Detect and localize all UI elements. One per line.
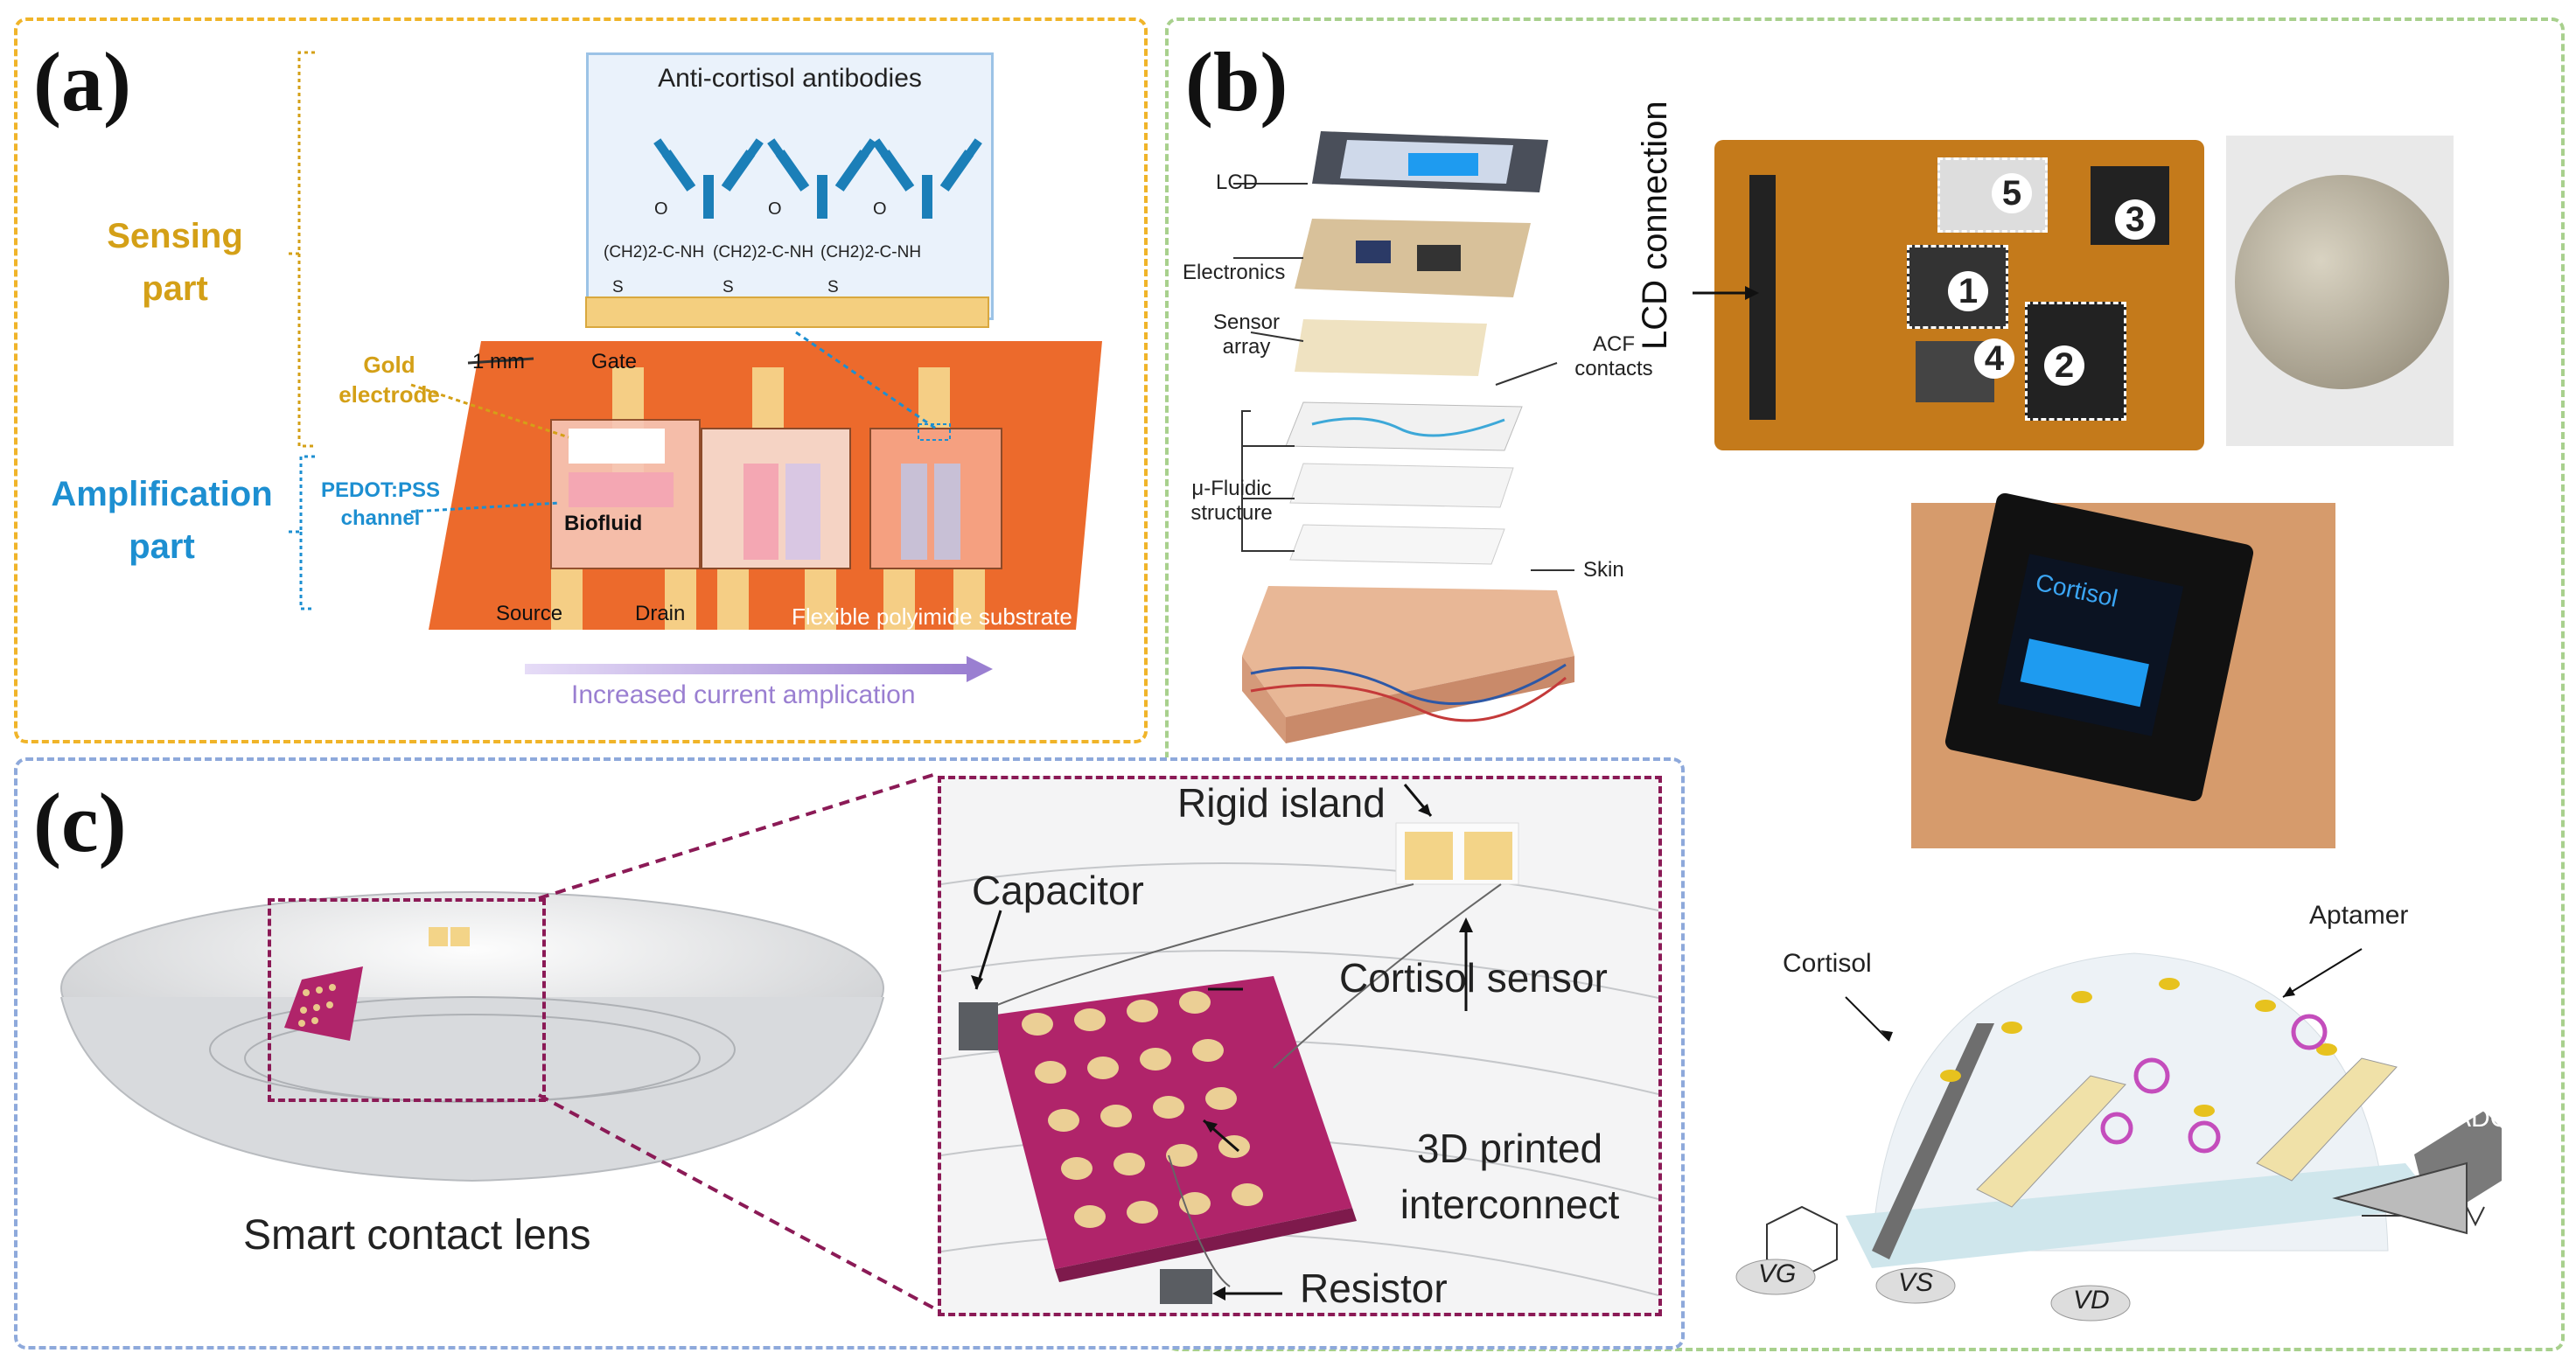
layer-electronics-label: Electronics: [1183, 261, 1286, 284]
fet-vd-label: VD: [2073, 1286, 2110, 1315]
chip-num-3: 3: [2115, 199, 2155, 240]
fet-adc-label: ADC: [2454, 1104, 2510, 1133]
layer-skin-label: Skin: [1583, 558, 1624, 582]
chem-s-3: S: [827, 278, 839, 296]
rigid-island-label: Rigid island: [1177, 780, 1386, 826]
drain-label: Drain: [635, 602, 686, 625]
panel-b-frame: [1165, 17, 2565, 1351]
chem-s-2: S: [723, 278, 734, 296]
scale-bar-label: 1 mm: [472, 350, 525, 373]
lens-zoom-box: [268, 898, 546, 1102]
layer-acf-contacts-label: ACF contacts: [1574, 332, 1653, 380]
lcd-bar-chart: [2020, 638, 2149, 708]
panel-a-frame: [14, 17, 1148, 743]
panel-c-letter: (c): [33, 776, 127, 869]
chem-s-1: S: [612, 278, 624, 296]
chip-num-1: 1: [1948, 271, 1988, 311]
exploded-device-stack: [1233, 131, 1574, 743]
amplification-arrow: [525, 656, 993, 682]
chip-num-5: 5: [1992, 173, 2032, 213]
resistor-label: Resistor: [1300, 1266, 1448, 1311]
chip-num-2: 2: [2044, 345, 2084, 386]
quarter-coin-face: [2235, 175, 2449, 389]
layer-lcd-label: LCD: [1216, 171, 1259, 194]
smart-contact-lens-label: Smart contact lens: [243, 1212, 591, 1259]
fet-aptamer-label: Aptamer: [2309, 901, 2409, 930]
aptamer-fet-diagram: [1735, 948, 2502, 1322]
biofluid-label: Biofluid: [564, 512, 643, 535]
pcb-photo: [1714, 140, 2204, 450]
layer-microfluidic-label: μ-Fluidic structure: [1190, 477, 1273, 525]
antibody-box: Anti-cortisol antibodies: [586, 52, 994, 320]
chem-o-3: O: [873, 199, 887, 219]
contact-lens: [60, 891, 884, 1182]
sensing-bracket: [289, 51, 315, 610]
oect-substrate: [429, 341, 1102, 630]
zoom-inset: Rigid island Capacitor Cortisol sensor 3…: [938, 776, 1662, 1316]
chem-linker-3: (CH2)2-C-NH: [820, 243, 922, 262]
panel-a-letter: (a): [33, 35, 131, 129]
gate-label: Gate: [591, 350, 638, 373]
amplification-arrow-caption: Increased current amplication: [571, 680, 916, 709]
capacitor-label: Capacitor: [972, 868, 1144, 913]
fet-vg-label: VG: [1758, 1259, 1797, 1288]
worn-device-screen: Cortisol: [1997, 554, 2184, 736]
zoom-dash-a: [795, 331, 937, 430]
fet-cortisol-label: Cortisol: [1783, 949, 1872, 978]
antibody-box-title: Anti-cortisol antibodies: [658, 64, 922, 93]
lcd-connector: [1749, 175, 1776, 420]
zoom-lines: [538, 772, 937, 1311]
chem-linker-2: (CH2)2-C-NH: [713, 243, 814, 262]
lcd-connection-label: LCD connection: [1636, 101, 1674, 350]
source-label: Source: [496, 602, 563, 625]
chem-o-2: O: [768, 199, 782, 219]
layer-sensor-array-label: Sensor array: [1212, 310, 1281, 359]
substrate-label: Flexible polyimide substrate: [792, 603, 1072, 630]
chip-num-4: 4: [1974, 338, 2014, 379]
panel-b-letter: (b): [1185, 35, 1288, 129]
chem-o-1: O: [654, 199, 668, 219]
cortisol-sensor-label: Cortisol sensor: [1339, 955, 1608, 1001]
pedot-pointer: [410, 501, 561, 513]
gold-pointer: [410, 383, 569, 439]
zoom-inset-art: [941, 784, 1658, 1304]
lcd-connection-arrow: [1693, 286, 1759, 300]
lcd-screen-text: Cortisol: [2033, 568, 2120, 612]
antibody-illustration: [585, 138, 989, 328]
chem-linker-1: (CH2)2-C-NH: [604, 243, 705, 262]
fet-vs-label: VS: [1898, 1268, 1934, 1297]
